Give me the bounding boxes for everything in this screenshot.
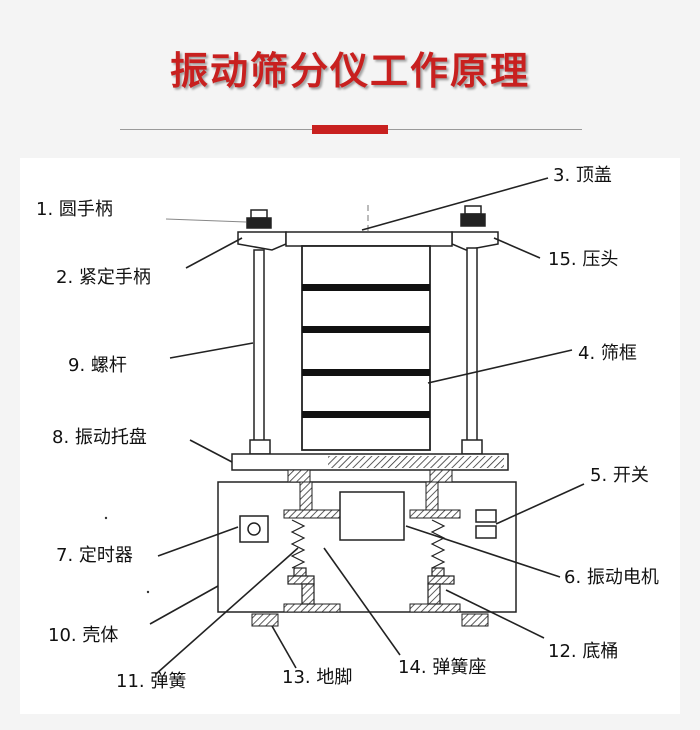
label-press-head: 15. 压头 [548, 249, 619, 270]
foot-right [461, 613, 489, 627]
spring-seat [283, 509, 461, 613]
rod-foot-left [249, 439, 271, 455]
tightening-handle [237, 231, 287, 251]
rod-foot-right [461, 439, 483, 455]
sieve-frame [301, 245, 431, 451]
label-vibration-tray: 8. 振动托盘 [52, 427, 147, 448]
label-tightening-handle: 2. 紧定手柄 [56, 267, 151, 288]
label-round-handle: 1. 圆手柄 [36, 199, 113, 220]
leader-lines [149, 177, 585, 675]
label-screw-rod: 9. 螺杆 [68, 355, 127, 376]
foot-left [251, 613, 279, 627]
round-handle-right [460, 205, 486, 227]
label-vibration-motor: 6. 振动电机 [564, 567, 659, 588]
timer [239, 515, 269, 543]
switch [475, 509, 497, 539]
label-switch: 5. 开关 [590, 465, 649, 486]
label-timer: 7. 定时器 [56, 545, 133, 566]
label-spring-seat: 14. 弹簧座 [398, 657, 487, 678]
vibration-tray [231, 453, 509, 471]
label-spring: 11. 弹簧 [116, 671, 187, 692]
label-bottom-barrel: 12. 底桶 [548, 641, 619, 662]
label-top-cover: 3. 顶盖 [553, 165, 612, 186]
screw-rod-left [253, 249, 265, 451]
vibration-motor [339, 491, 405, 541]
title-accent-bar [312, 125, 388, 134]
round-handle-left [246, 209, 272, 229]
bottom-barrel [287, 575, 455, 605]
top-cover [285, 231, 453, 247]
label-sieve-frame: 4. 筛框 [578, 343, 637, 364]
screw-rod-right [466, 247, 478, 451]
page-title: 振动筛分仪工作原理 [169, 49, 530, 93]
label-shell: 10. 壳体 [48, 625, 119, 646]
label-foot: 13. 地脚 [282, 667, 353, 688]
